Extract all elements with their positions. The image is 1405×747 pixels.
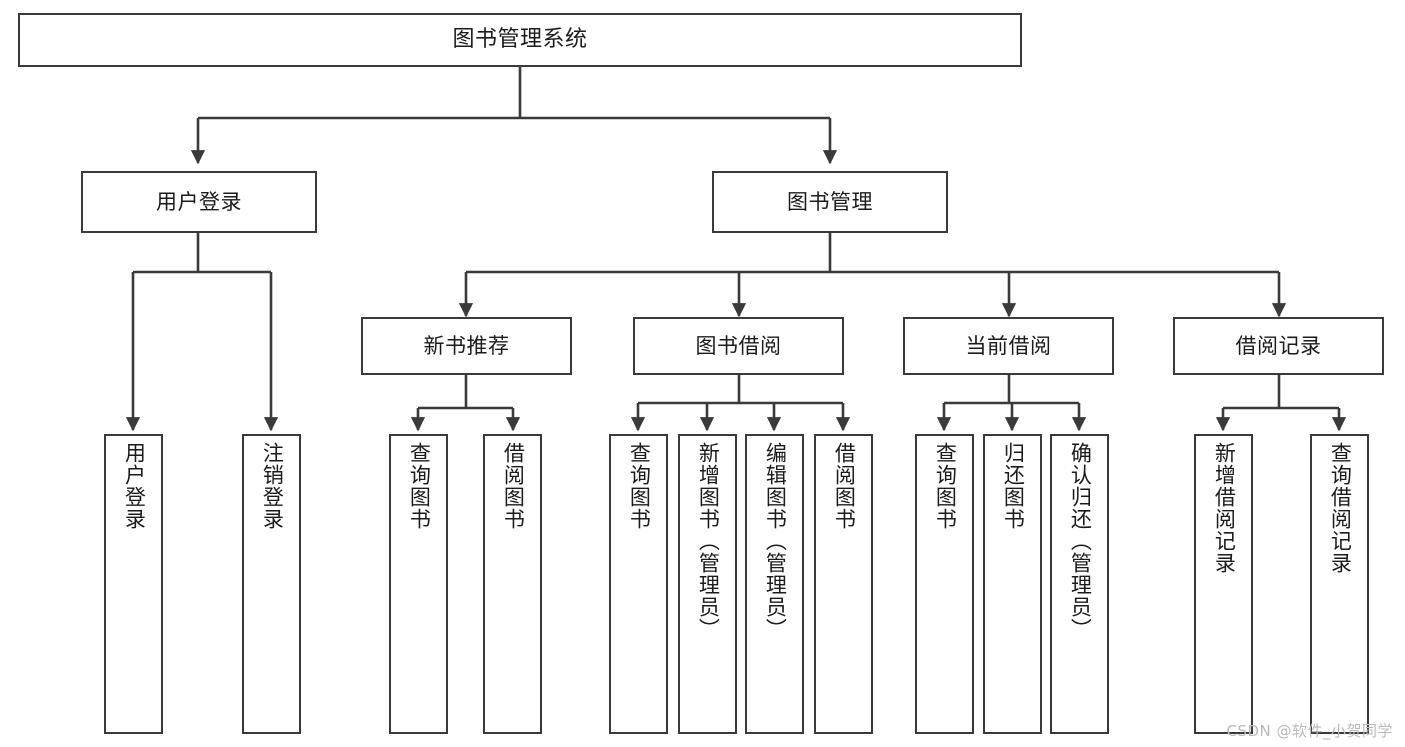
leaf-label: 查询图书	[407, 442, 432, 530]
leaf-logout-login[interactable]: 注销登录	[242, 434, 301, 734]
node-book-borrow[interactable]: 图书借阅	[633, 317, 844, 375]
node-new-book-recommend[interactable]: 新书推荐	[361, 317, 572, 375]
leaf-return-book[interactable]: 归还图书	[983, 434, 1042, 734]
leaf-label: 查询借阅记录	[1328, 442, 1353, 574]
leaf-label: 编辑图书（管理员）	[763, 442, 788, 640]
node-label: 借阅记录	[1235, 333, 1322, 358]
node-current-borrow[interactable]: 当前借阅	[903, 317, 1114, 375]
leaf-label: 借阅图书	[832, 442, 857, 530]
leaf-add-borrow-record[interactable]: 新增借阅记录	[1194, 434, 1253, 734]
watermark-text: CSDN @软件_小贺同学	[1226, 722, 1393, 740]
leaf-query-book-recommend[interactable]: 查询图书	[389, 434, 448, 734]
node-label: 图书借阅	[695, 333, 782, 358]
leaf-label: 查询图书	[627, 442, 652, 530]
leaf-confirm-return[interactable]: 确认归还（管理员）	[1050, 434, 1109, 734]
leaf-borrow-book-recommend[interactable]: 借阅图书	[483, 434, 542, 734]
node-book-management[interactable]: 图书管理	[712, 171, 948, 233]
leaf-label: 注销登录	[260, 442, 285, 530]
leaf-label: 归还图书	[1001, 442, 1026, 530]
node-label: 新书推荐	[423, 333, 510, 358]
leaf-label: 借阅图书	[501, 442, 526, 530]
leaf-query-book-borrow[interactable]: 查询图书	[609, 434, 668, 734]
leaf-label: 确认归还（管理员）	[1068, 442, 1093, 640]
leaf-label: 新增图书（管理员）	[696, 442, 721, 640]
leaf-label: 新增借阅记录	[1212, 442, 1237, 574]
leaf-user-login[interactable]: 用户登录	[104, 434, 163, 734]
node-user-login[interactable]: 用户登录	[81, 171, 317, 233]
leaf-edit-book[interactable]: 编辑图书（管理员）	[745, 434, 804, 734]
node-borrow-record[interactable]: 借阅记录	[1173, 317, 1384, 375]
leaf-label: 用户登录	[122, 442, 147, 530]
node-label: 当前借阅	[965, 333, 1052, 358]
node-label: 图书管理	[787, 189, 873, 214]
node-label: 图书管理系统	[452, 27, 588, 53]
leaf-borrow-book[interactable]: 借阅图书	[814, 434, 873, 734]
leaf-label: 查询图书	[933, 442, 958, 530]
leaf-query-borrow-record[interactable]: 查询借阅记录	[1310, 434, 1369, 734]
leaf-add-book[interactable]: 新增图书（管理员）	[678, 434, 737, 734]
node-label: 用户登录	[156, 189, 242, 214]
node-root-book-management-system[interactable]: 图书管理系统	[18, 13, 1022, 67]
leaf-query-book-current[interactable]: 查询图书	[915, 434, 974, 734]
